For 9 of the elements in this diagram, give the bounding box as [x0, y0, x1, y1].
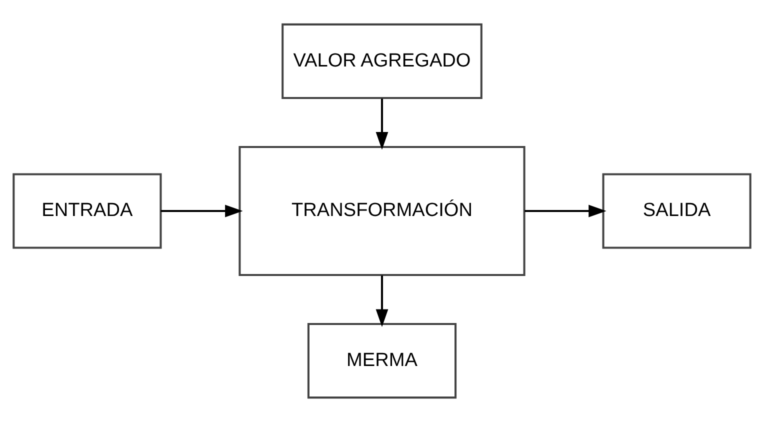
arrow	[524, 204, 606, 217]
arrow	[376, 98, 388, 150]
arrow	[376, 274, 388, 327]
node-box: MERMA	[307, 322, 457, 398]
node-box: TRANSFORMACIÓN	[238, 145, 526, 276]
node-box: VALOR AGREGADO	[282, 22, 482, 98]
node-box: SALIDA	[602, 172, 752, 248]
arrow	[160, 204, 243, 217]
node-box: ENTRADA	[12, 172, 162, 248]
